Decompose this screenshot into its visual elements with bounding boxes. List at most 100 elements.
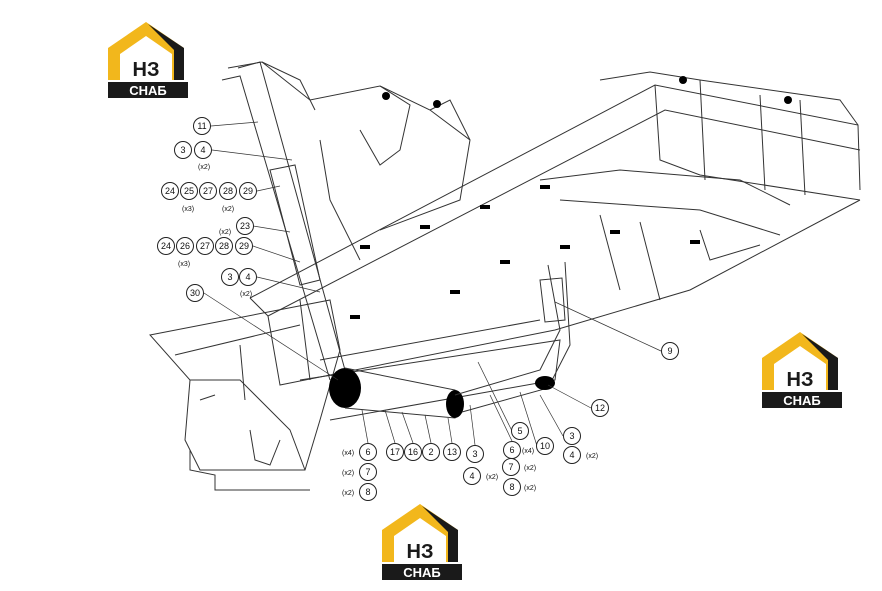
callout-number: 7 — [365, 467, 370, 477]
callout-number: 3 — [227, 272, 232, 282]
logo-word-bar — [382, 564, 462, 580]
callout-11: 11 — [193, 117, 211, 135]
callout-circle — [161, 182, 179, 200]
callout-9: 9 — [661, 342, 679, 360]
callout-3: 3 — [174, 141, 192, 159]
callout-17: 17 — [386, 443, 404, 461]
callout-5: 5 — [511, 422, 529, 440]
callout-number: 12 — [595, 403, 605, 413]
callout-circle — [563, 427, 581, 445]
callout-circle — [196, 237, 214, 255]
callout-8: 8 — [359, 483, 377, 501]
callout-circle — [239, 268, 257, 286]
callout-circle — [536, 437, 554, 455]
callout-circle — [176, 237, 194, 255]
quantity-label: (x2) — [240, 291, 252, 298]
logo-house-shadow — [148, 24, 184, 80]
logo-letters: НЗ — [133, 59, 160, 81]
logo-bottom: НЗ СНАБ — [382, 504, 462, 580]
callout-30: 30 — [186, 284, 204, 302]
callout-4: 4 — [239, 268, 257, 286]
logo-letter-plate — [396, 540, 444, 562]
callout-circle — [502, 458, 520, 476]
quantity-label: (x2) — [524, 465, 536, 472]
callout-circle — [503, 478, 521, 496]
callout-28: 28 — [219, 182, 237, 200]
callout-circle — [174, 141, 192, 159]
callout-circle — [194, 141, 212, 159]
callout-number: 24 — [161, 241, 171, 251]
callout-number: 7 — [508, 462, 513, 472]
callout-10: 10 — [536, 437, 554, 455]
callout-number: 6 — [365, 447, 370, 457]
callout-number: 28 — [223, 186, 233, 196]
callout-number: 4 — [245, 272, 250, 282]
callout-circle — [239, 182, 257, 200]
logo-letters: НЗ — [407, 541, 434, 563]
callout-2: 2 — [422, 443, 440, 461]
callout-3: 3 — [563, 427, 581, 445]
callout-number: 3 — [472, 449, 477, 459]
callout-number: 10 — [540, 441, 550, 451]
callout-number: 26 — [180, 241, 190, 251]
callout-circle — [180, 182, 198, 200]
quantity-label: (x2) — [486, 474, 498, 481]
callout-number: 29 — [243, 186, 253, 196]
callout-circle — [591, 399, 609, 417]
callout-6: 6 — [503, 441, 521, 459]
callout-27: 27 — [196, 237, 214, 255]
callout-number: 11 — [197, 121, 206, 131]
quantity-label: (x2) — [342, 490, 354, 497]
quantity-label: (x3) — [178, 261, 190, 268]
callout-circle — [443, 443, 461, 461]
callout-number: 24 — [165, 186, 175, 196]
callout-7: 7 — [359, 463, 377, 481]
callout-3: 3 — [221, 268, 239, 286]
callout-circle — [386, 443, 404, 461]
quantity-label: (x2) — [219, 229, 231, 236]
logo-house-shadow — [802, 334, 838, 390]
callout-circle — [235, 237, 253, 255]
callout-circle — [511, 422, 529, 440]
quantity-label: (x2) — [222, 206, 234, 213]
logo-word: СНАБ — [403, 565, 441, 580]
callout-number: 3 — [569, 431, 574, 441]
logo-word-bar — [108, 82, 188, 98]
callout-circle — [359, 483, 377, 501]
logo-letters: НЗ — [787, 369, 814, 391]
callout-4: 4 — [563, 446, 581, 464]
callout-25: 25 — [180, 182, 198, 200]
callout-8: 8 — [503, 478, 521, 496]
callout-circle — [404, 443, 422, 461]
logo-letter-plate — [122, 58, 170, 80]
callout-number: 2 — [428, 447, 433, 457]
callout-28: 28 — [215, 237, 233, 255]
callout-circle — [157, 237, 175, 255]
callout-number: 4 — [469, 471, 474, 481]
callout-circle — [359, 443, 377, 461]
callout-16: 16 — [404, 443, 422, 461]
quantity-label: (x2) — [342, 470, 354, 477]
callout-circle — [193, 117, 211, 135]
callout-number: 4 — [200, 145, 205, 155]
callout-circle — [661, 342, 679, 360]
callout-circle — [422, 443, 440, 461]
callout-circle — [219, 182, 237, 200]
callout-27: 27 — [199, 182, 217, 200]
callout-number: 9 — [667, 346, 672, 356]
quantity-annotations: (x2)(x3)(x2)(x2)(x3)(x2)(x4)(x2)(x2)(x2)… — [178, 164, 598, 497]
callout-number: 8 — [509, 482, 514, 492]
callout-13: 13 — [443, 443, 461, 461]
quantity-label: (x2) — [524, 485, 536, 492]
callout-circle — [466, 445, 484, 463]
callout-number: 17 — [390, 447, 400, 457]
callout-circle — [199, 182, 217, 200]
callout-26: 26 — [176, 237, 194, 255]
quantity-label: (x2) — [198, 164, 210, 171]
callout-number: 25 — [184, 186, 194, 196]
callout-number: 16 — [408, 447, 418, 457]
callout-7: 7 — [502, 458, 520, 476]
